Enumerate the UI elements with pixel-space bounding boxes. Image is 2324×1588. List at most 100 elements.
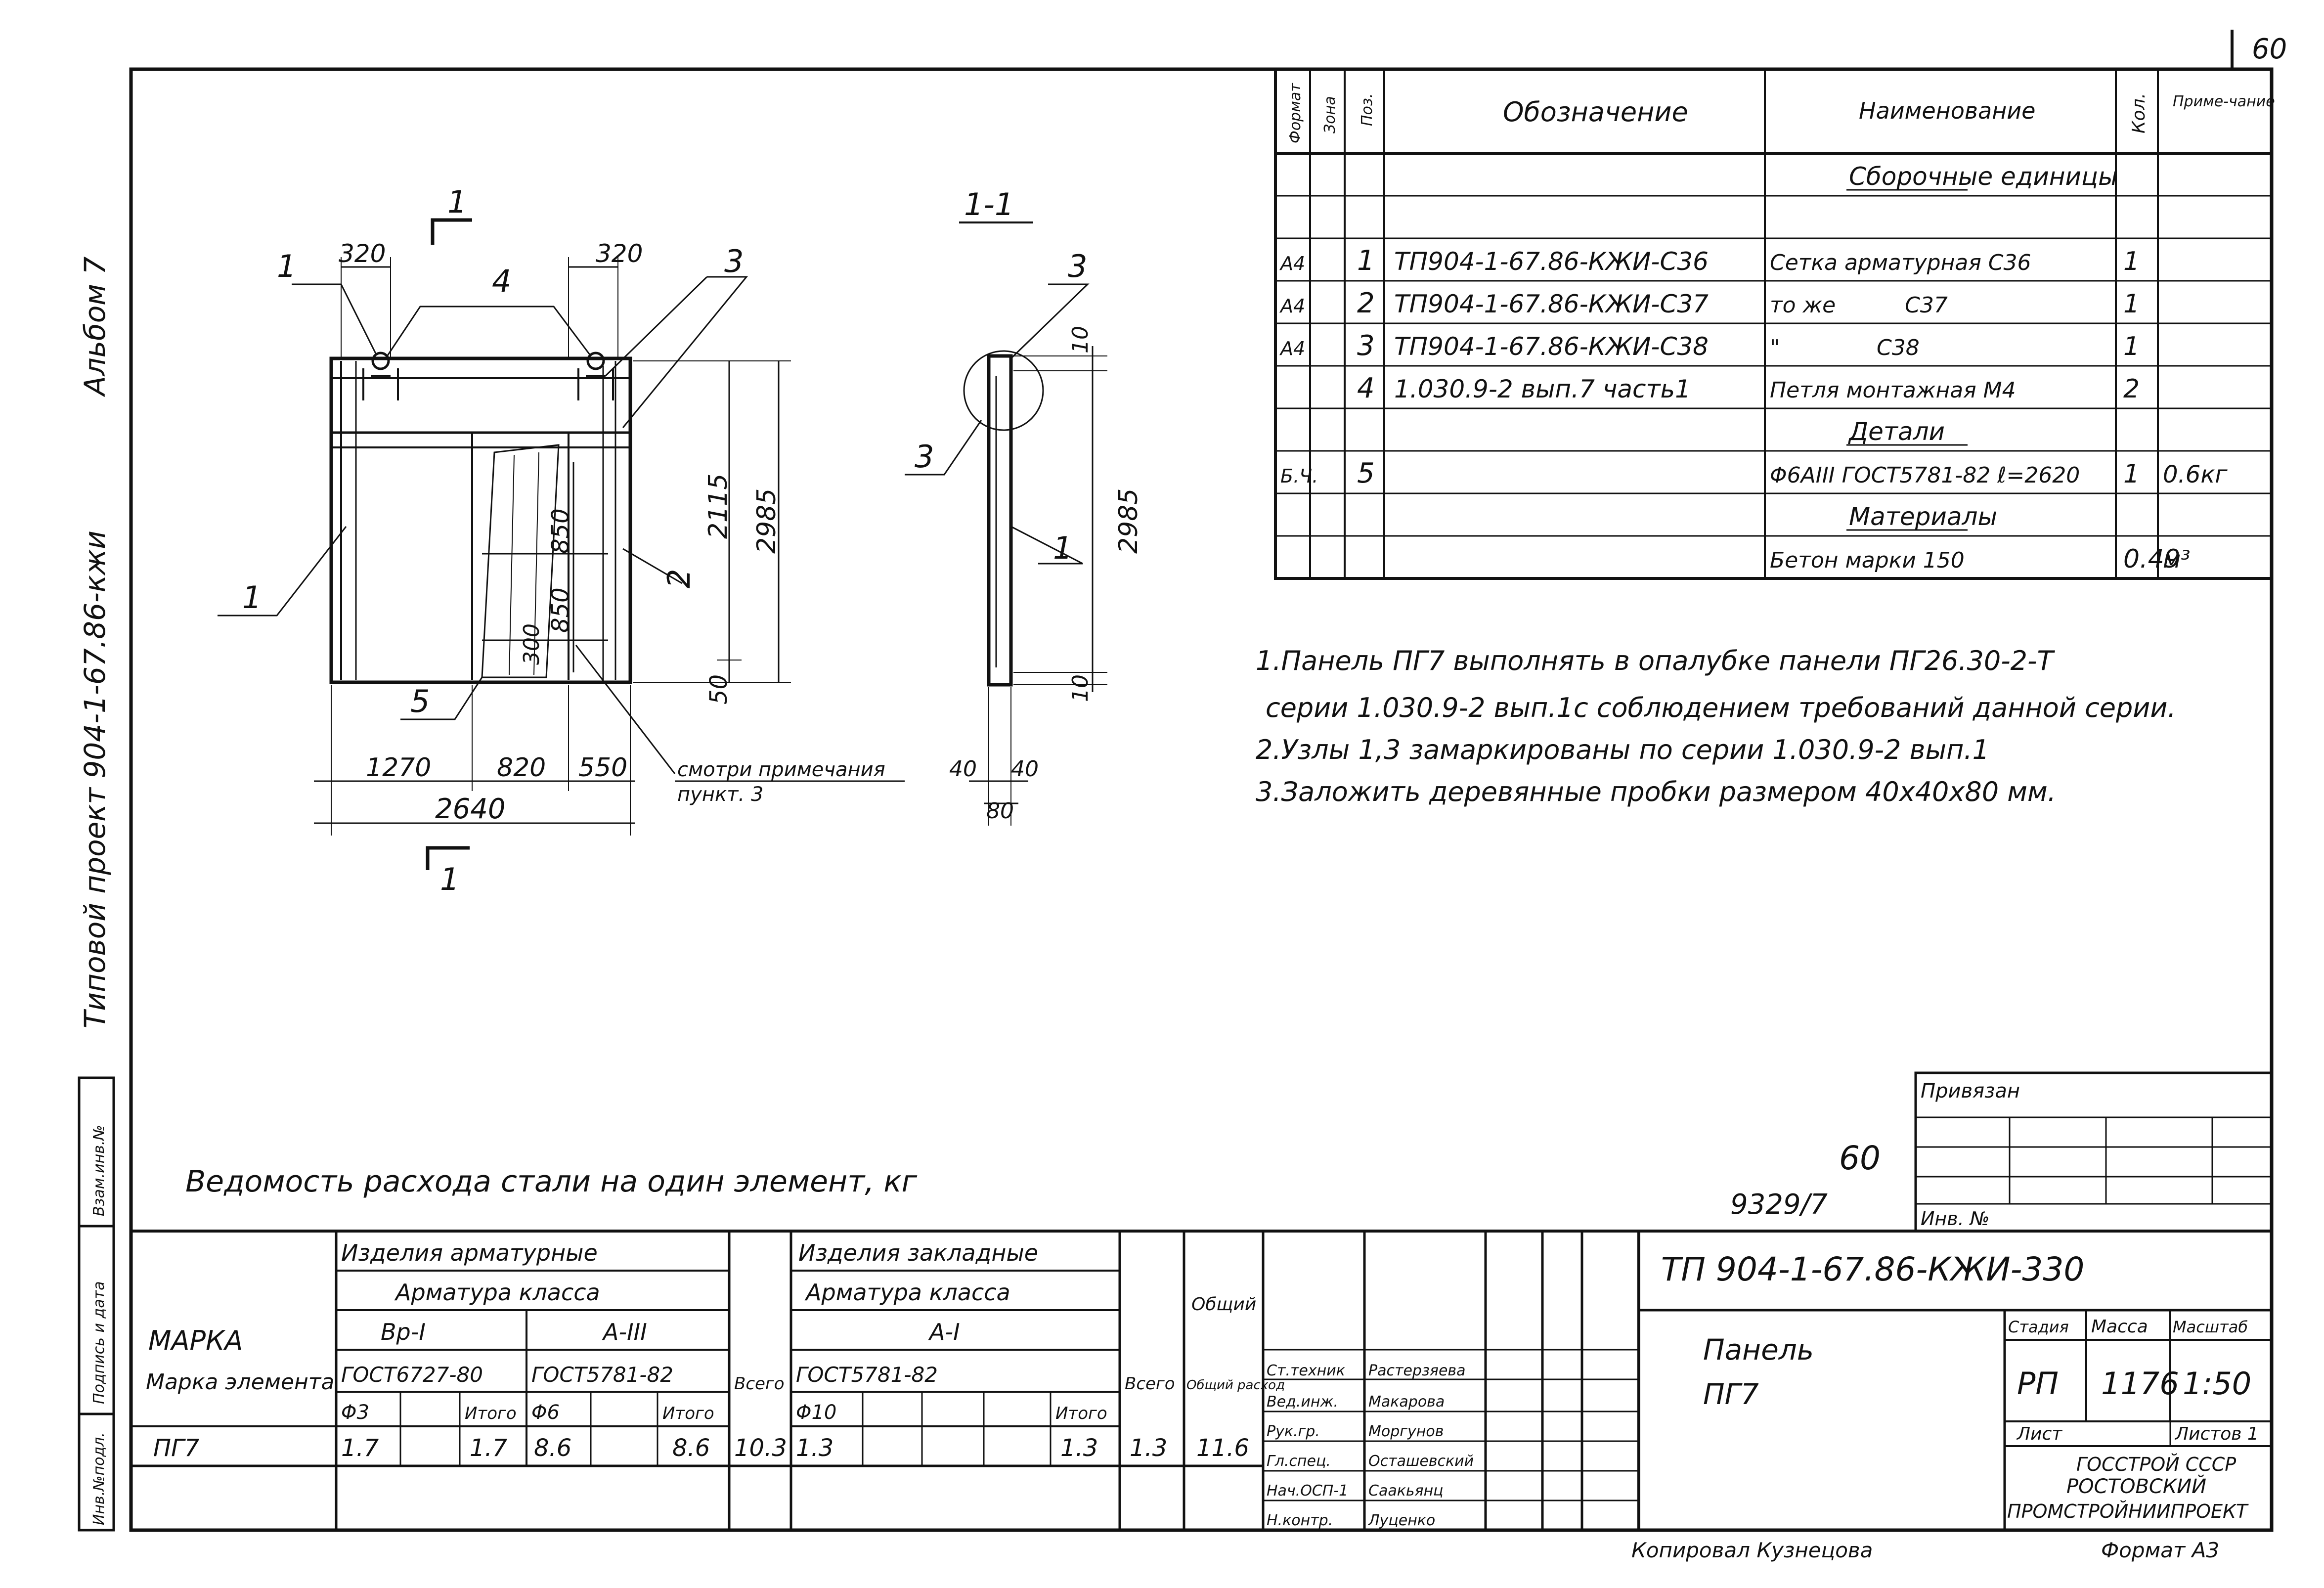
dim-850-lower: 850	[547, 587, 574, 633]
staff-name: Растерзяева	[1368, 1362, 1465, 1379]
note-3: 3.Заложить деревянные пробки размером 40…	[1256, 776, 2056, 807]
spec-cell-qty: 0.49	[2123, 544, 2181, 574]
steel-itogo-3: Итого	[1055, 1404, 1107, 1423]
steel-row-it3: 1.3	[1060, 1434, 1098, 1462]
spec-header-designation: Обозначение	[1503, 96, 1688, 128]
section-dim-40-right: 40	[1011, 756, 1039, 782]
steel-embedded-products: Изделия закладные	[798, 1239, 1038, 1266]
privyazan-label: Привязан	[1921, 1080, 2020, 1103]
spec-header-qty: Кол.	[2129, 93, 2149, 133]
callout-4: 4	[492, 263, 511, 299]
footer-format: Формат А3	[2101, 1538, 2219, 1562]
steel-rebar-products: Изделия арматурные	[341, 1239, 598, 1266]
staff-role: Ст.техник	[1267, 1362, 1345, 1379]
spec-cell-pos: 1	[1357, 245, 1375, 277]
section-callout-3-top: 3	[1068, 248, 1087, 284]
steel-mark-header: Марка элемента	[146, 1369, 334, 1395]
staff-role: Рук.гр.	[1267, 1423, 1320, 1440]
note-1: 1.Панель ПГ7 выполнять в опалубке панели…	[1256, 645, 2056, 676]
steel-table-title: Ведомость расхода стали на один элемент,…	[185, 1164, 918, 1199]
callout-1-top: 1	[277, 248, 296, 284]
sheet-label: Лист	[2016, 1424, 2062, 1444]
spec-cell-name: Детали	[1848, 417, 1945, 446]
spec-cell-pos: 2	[1357, 287, 1375, 319]
steel-vsego-2: Всего	[1125, 1374, 1175, 1394]
title-block: Привязан Инв. № ТП 904-1-67.86-КЖИ-330 П…	[1637, 1071, 2273, 1532]
spec-cell-qty: 1	[2123, 289, 2140, 319]
callout-5: 5	[410, 683, 430, 719]
dim-320-left: 320	[339, 239, 386, 268]
footer-copied: Копировал Кузнецова	[1631, 1538, 1873, 1562]
steel-row-vs2: 1.3	[1130, 1434, 1167, 1462]
steel-gost-vp: ГОСТ6727-80	[341, 1363, 483, 1387]
front-view: 1 1 1 4 3 1 2 5 320 320 2115 2985	[218, 184, 905, 897]
spec-cell-format: А4	[1279, 295, 1305, 317]
notes: 1.Панель ПГ7 выполнять в опалубке панели…	[1256, 645, 2176, 807]
spec-cell-name: Материалы	[1849, 502, 1997, 531]
stamp-replace-label: Взам.инв.№	[90, 1125, 108, 1216]
steel-rebar-class: Арматура класса	[394, 1279, 600, 1306]
steel-row-it2: 8.6	[672, 1434, 710, 1462]
steel-total-header-1: Общий	[1191, 1294, 1256, 1315]
sheet-number: 60	[2252, 33, 2287, 65]
steel-row-mark: ПГ7	[153, 1434, 200, 1462]
section-callout-1: 1	[1053, 530, 1072, 566]
stage-value: РП	[2017, 1366, 2059, 1402]
spec-cell-qty: 1	[2123, 459, 2140, 489]
spec-cell-designation: ТП904-1-67.86-КЖИ-С37	[1394, 290, 1709, 318]
staff-role: Нач.ОСП-1	[1267, 1482, 1348, 1500]
steel-itogo-1: Итого	[465, 1404, 517, 1423]
section-dim-2985: 2985	[1114, 488, 1143, 554]
dim-550: 550	[578, 753, 627, 783]
dim-820: 820	[497, 753, 546, 783]
spec-cell-qty: 2	[2123, 374, 2140, 404]
spec-cell-pos: 4	[1357, 372, 1375, 404]
steel-row-vs1: 10.3	[734, 1434, 787, 1462]
steel-row-d6: 8.6	[534, 1434, 571, 1462]
steel-row-total: 11.6	[1196, 1434, 1249, 1462]
steel-class-vp: Вр-I	[381, 1319, 426, 1345]
album-label: Альбом 7	[78, 257, 112, 397]
scale-header: Масштаб	[2173, 1318, 2248, 1336]
steel-row-d3: 1.7	[341, 1434, 379, 1462]
steel-total-header: Общий расход	[1186, 1378, 1285, 1393]
spec-cell-pos: 5	[1357, 457, 1375, 489]
spec-cell-note: м³	[2163, 546, 2190, 573]
spec-header-format: Формат	[1287, 83, 1304, 143]
spec-table: Формат Зона Поз. Обозначение Наименовани…	[1274, 68, 2275, 580]
mass-header: Масса	[2091, 1317, 2148, 1337]
spec-header-note: Приме-чание	[2173, 93, 2275, 110]
spec-cell-designation: 1.030.9-2 вып.7 часть1	[1394, 375, 1691, 403]
spec-cell-name: Φ6AIII ГОСТ5781-82 ℓ=2620	[1770, 463, 2080, 488]
doc-code: ТП 904-1-67.86-КЖИ-330	[1661, 1250, 2084, 1288]
steel-table: МАРКА Марка элемента Изделия арматурные …	[130, 1230, 1640, 1532]
section-dim-10-bottom: 10	[1068, 674, 1093, 702]
spec-cell-name: Сетка арматурная С36	[1770, 250, 2031, 275]
callout-3: 3	[724, 243, 744, 279]
mass-value: 1176	[2101, 1366, 2179, 1402]
steel-row-it1: 1.7	[470, 1434, 508, 1462]
spec-cell-note: 0.6кг	[2163, 461, 2228, 488]
org-line-1: ГОССТРОЙ СССР	[2076, 1454, 2236, 1475]
staff-name: Моргунов	[1368, 1423, 1444, 1440]
note-2: 2.Узлы 1,3 замаркированы по серии 1.030.…	[1256, 734, 1989, 765]
section-dim-10-top: 10	[1068, 326, 1093, 353]
staff-role: Вед.инж.	[1267, 1393, 1338, 1411]
steel-gost-a1: ГОСТ5781-82	[796, 1363, 938, 1387]
org-line-3: ПРОМСТРОЙНИИПРОЕКТ	[2007, 1500, 2249, 1522]
spec-cell-qty: 1	[2123, 332, 2140, 361]
callout-1-left: 1	[242, 579, 262, 616]
dim-850-upper: 850	[547, 508, 574, 554]
spec-cell-qty: 1	[2123, 247, 2140, 276]
section-dim-40-left: 40	[949, 756, 977, 782]
spec-cell-name: Сборочные единицы	[1849, 162, 2118, 191]
spec-cell-name: то же С37	[1770, 293, 1948, 318]
stage-header: Стадия	[2008, 1318, 2069, 1336]
spec-cell-name: Бетон марки 150	[1770, 548, 1965, 573]
steel-vsego-1: Всего	[734, 1374, 785, 1394]
spec-cell-format: А4	[1279, 338, 1305, 359]
steel-emb-class: Арматура класса	[804, 1279, 1010, 1306]
steel-row-d10: 1.3	[796, 1434, 833, 1462]
steel-class-a3: А-III	[602, 1319, 647, 1345]
